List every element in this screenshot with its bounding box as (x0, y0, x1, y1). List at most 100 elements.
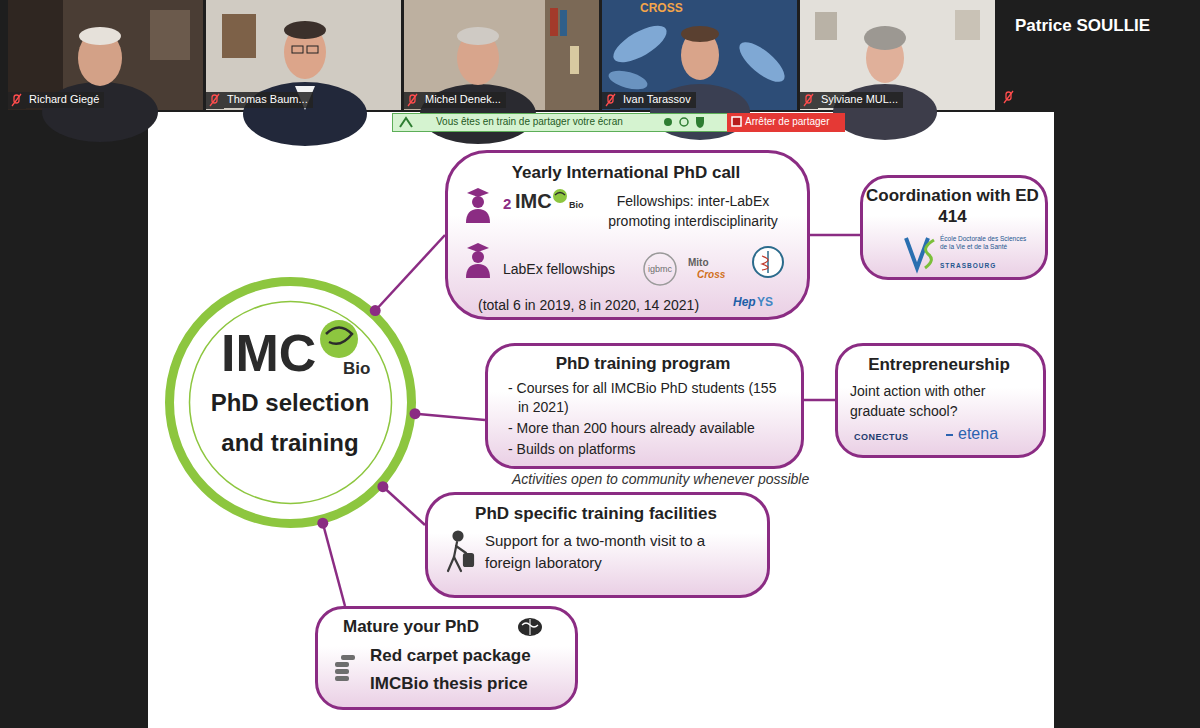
coin (335, 669, 349, 674)
text-slot: (total 6 in 2019, 8 in 2020, 14 2021) (478, 297, 699, 314)
label-ground (404, 92, 422, 109)
muted-mic-icons (8, 91, 1013, 109)
graduate-body (466, 264, 490, 278)
text-slot: PhD training program (488, 354, 798, 374)
text-slot: Bio (343, 359, 370, 379)
video-tile: Ivan Tarassov (602, 0, 797, 110)
furniture (150, 10, 190, 60)
text-slot: Fellowships: inter-LabEx promoting inter… (587, 191, 799, 231)
outer-ring (170, 282, 412, 524)
logo-word: etena (958, 424, 998, 443)
box-title: Coordination with ED 414 (863, 185, 1042, 227)
mic-slash (804, 94, 813, 106)
netrna-mark (767, 251, 769, 273)
text-slot: Richard Giegé (26, 92, 104, 108)
logo-disc (553, 189, 567, 203)
coin (335, 676, 349, 681)
logo-word: Bio (343, 359, 370, 379)
text-slot: Entrepreneurship (838, 355, 1040, 375)
box-title: Yearly International PhD call (448, 163, 804, 183)
participant-name: Ivan Tarassov (620, 92, 696, 108)
imcbio-logo (320, 189, 567, 358)
ed-logo (925, 240, 934, 268)
coins-icon (335, 655, 355, 681)
text-slot: Yearly International PhD call (448, 163, 804, 183)
connector-dot (370, 305, 381, 316)
branch-connector (804, 399, 835, 402)
graduate-body (466, 209, 490, 223)
walker-head (454, 532, 463, 541)
walker-leg (448, 557, 454, 571)
box-text: (total 6 in 2019, 8 in 2020, 14 2021) (478, 297, 699, 314)
inner-ring (190, 302, 392, 504)
book (570, 46, 579, 74)
video-image (8, 0, 203, 142)
brain-shape (518, 618, 542, 636)
mic-slash (606, 94, 615, 106)
text-slot: Michel Denek... (422, 92, 506, 108)
text-slot: - Courses for all IMCBio PhD students (1… (508, 379, 780, 417)
text-slot: Mature your PhD (343, 617, 479, 637)
text-slot: PhD selection and training (195, 383, 385, 463)
box-title: PhD training program (488, 354, 798, 374)
box-text: Support for a two-month visit to a forei… (485, 530, 740, 574)
branch-connector (810, 234, 860, 237)
participant-name: Michel Denek... (422, 92, 506, 108)
button-label: Arrêter de partager (745, 116, 830, 128)
box-text: Joint action with other graduate school? (850, 381, 1036, 421)
presenter-tile: Patrice SOULLIE (1000, 0, 1200, 110)
coin (341, 655, 355, 660)
partner-logos (644, 238, 953, 435)
logo-disc (320, 320, 358, 358)
suitcase (464, 554, 473, 566)
person-body (42, 82, 158, 142)
label-ground (800, 92, 818, 109)
shield-icon (696, 117, 704, 128)
mitochondrion (733, 36, 790, 89)
bullet-item: - Builds on platforms (508, 440, 788, 459)
logo-word: Bio (569, 200, 584, 211)
graduate-icons (466, 188, 490, 278)
text-slot: Patrice SOULLIE (1015, 16, 1150, 36)
tile-ground (206, 0, 401, 110)
slide-page (148, 112, 1054, 728)
branch-box: PhD training program - Courses for all IM… (485, 343, 804, 469)
walker-leg (454, 557, 461, 571)
person-hair (79, 27, 121, 45)
text-slot: IMCBio thesis price (370, 674, 528, 694)
glasses (307, 46, 318, 53)
glasses (292, 46, 303, 53)
stop-icon (732, 117, 741, 126)
netrna-ring (753, 247, 783, 277)
video-image (206, 0, 401, 146)
wall-picture (815, 12, 837, 40)
person-hair (681, 26, 719, 42)
share-bar-icons (400, 117, 741, 128)
text-slot: igbmc (648, 264, 672, 275)
branch-box: EntrepreneurshipJoint action with other … (835, 343, 1046, 458)
stop-share-button: Arrêter de partager (727, 113, 845, 132)
text-slot: Bio (569, 200, 584, 211)
person-hair (864, 26, 906, 50)
logo-word: IMC (515, 189, 552, 213)
box-text: Fellowships: inter-LabEx promoting inter… (587, 191, 799, 231)
share-bar: Arrêter de partager Vous êtes en train de… (392, 113, 845, 132)
ed-logo (906, 238, 928, 268)
tile-ground (404, 0, 599, 110)
branch-connector (383, 487, 425, 525)
wall-picture (955, 10, 980, 40)
participant-name: Richard Giegé (26, 92, 104, 108)
presenter-name: Patrice SOULLIE (1015, 16, 1150, 36)
text-slot: CROSS (640, 1, 683, 15)
logo-word: CONECTUS (854, 432, 909, 443)
logo-text: École Doctorale des Sciences de la Vie e… (940, 235, 1032, 251)
connector-dot (410, 408, 421, 419)
logo-word: Mito (688, 257, 709, 269)
text-slot: etena (958, 424, 998, 443)
audio-icon (664, 118, 672, 126)
text-slot: LabEx fellowships (503, 261, 615, 278)
text-slot: Mito (688, 257, 709, 269)
connector-dots (317, 305, 420, 529)
share-status: Vous êtes en train de partager votre écr… (436, 116, 623, 128)
box-text: LabEx fellowships (503, 261, 615, 278)
